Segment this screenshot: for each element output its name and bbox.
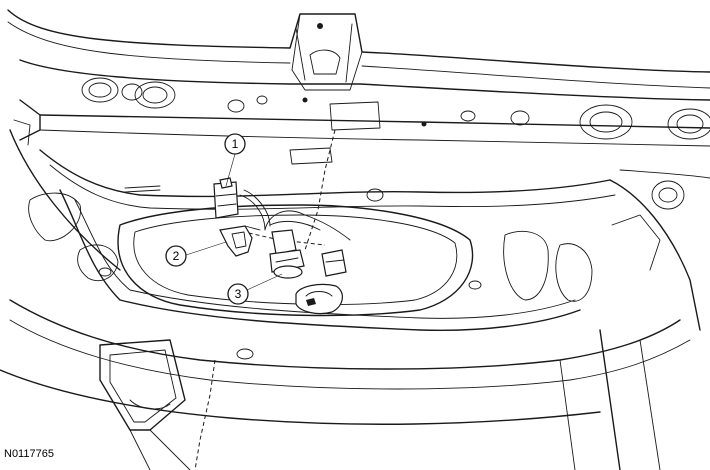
harness-routing xyxy=(194,129,351,470)
inner-panel-outline xyxy=(0,119,710,470)
latch-bracket-component xyxy=(219,225,261,257)
connector-component xyxy=(213,177,239,219)
trunk-lid-outline xyxy=(7,9,710,165)
callout-1-label: 1 xyxy=(232,137,239,151)
callout-3: 3 xyxy=(227,273,283,305)
callout-2-label: 2 xyxy=(173,249,180,263)
figure-reference-code: N0117765 xyxy=(4,448,54,460)
callout-3-label: 3 xyxy=(235,287,242,301)
actuator-component xyxy=(269,229,347,315)
callout-2: 2 xyxy=(165,241,227,267)
callout-1: 1 xyxy=(224,133,246,187)
